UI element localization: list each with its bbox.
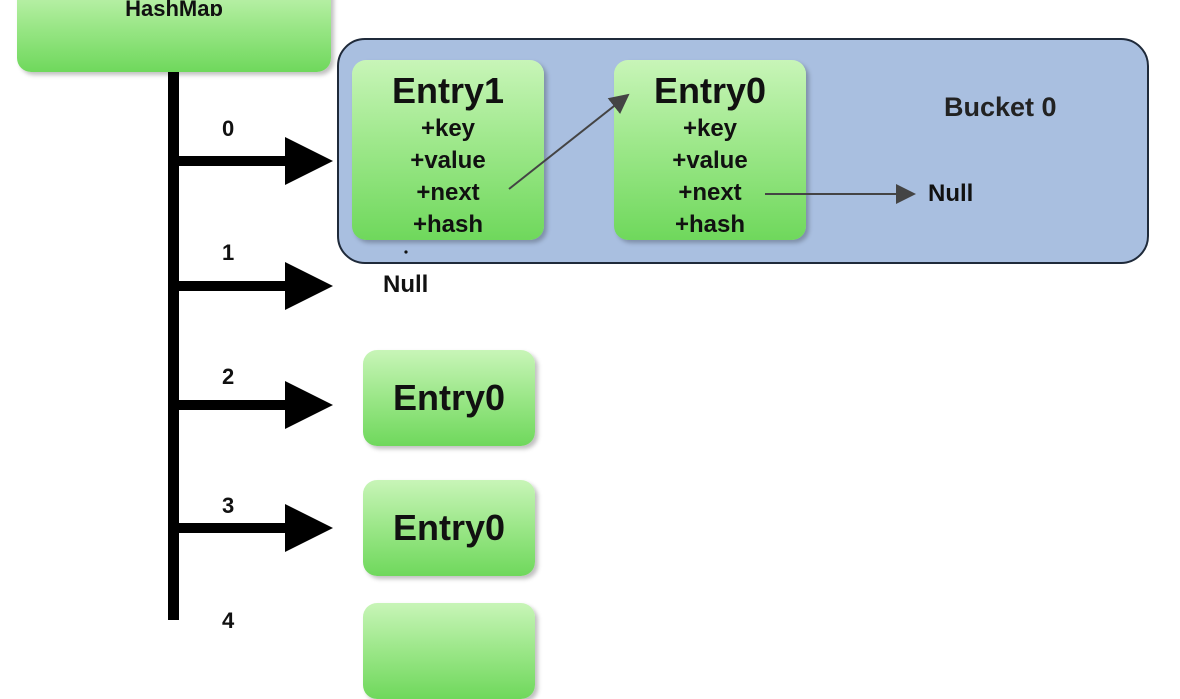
index-arrow-3 — [170, 504, 333, 552]
entry-title: Entry0 — [653, 70, 767, 111]
entry-title: Entry0 — [392, 507, 506, 548]
next-pointer-arrow — [508, 93, 630, 190]
entry-field-value: +value — [672, 147, 748, 174]
hashmap-spine — [168, 70, 179, 620]
entry-field-hash: +hash — [674, 211, 746, 238]
index-arrow-2 — [170, 381, 333, 429]
entry-title: Entry0 — [392, 377, 506, 418]
entry-node: Entry0 +key +value +next +hash — [614, 60, 806, 240]
bucket-index-3: 3 — [222, 493, 235, 518]
entry-field-hash: +hash — [412, 211, 484, 238]
entry-field-key: +key — [682, 115, 738, 142]
entry-field-key: +key — [420, 115, 476, 142]
bucket-1-null-label: Null — [383, 271, 429, 298]
entry-node: Entry0 — [363, 350, 535, 446]
index-arrow-0 — [170, 137, 333, 185]
entry-field-next: +next — [416, 179, 480, 206]
next-pointer-lines — [404, 93, 916, 254]
bucket-index-1: 1 — [222, 240, 235, 265]
hashmap-label: HashMap — [125, 0, 223, 16]
entry-node — [363, 603, 535, 699]
entry-field-value: +value — [410, 147, 486, 174]
connector-lines — [168, 70, 333, 620]
entry-node: Entry1 +key +value +next +hash — [352, 60, 544, 240]
bucket-index-0: 0 — [222, 116, 235, 141]
dot-marker — [404, 250, 408, 254]
entry-field-next: +next — [678, 179, 742, 206]
entry-title: Entry1 — [391, 70, 505, 111]
bucket-0-label: Bucket 0 — [944, 92, 1057, 122]
entry-node: Entry0 — [363, 480, 535, 576]
index-arrow-1 — [170, 262, 333, 310]
bucket-index-2: 2 — [222, 364, 235, 389]
hashmap-node: HashMap — [17, 0, 331, 72]
bucket-0-null-label: Null — [928, 180, 974, 207]
